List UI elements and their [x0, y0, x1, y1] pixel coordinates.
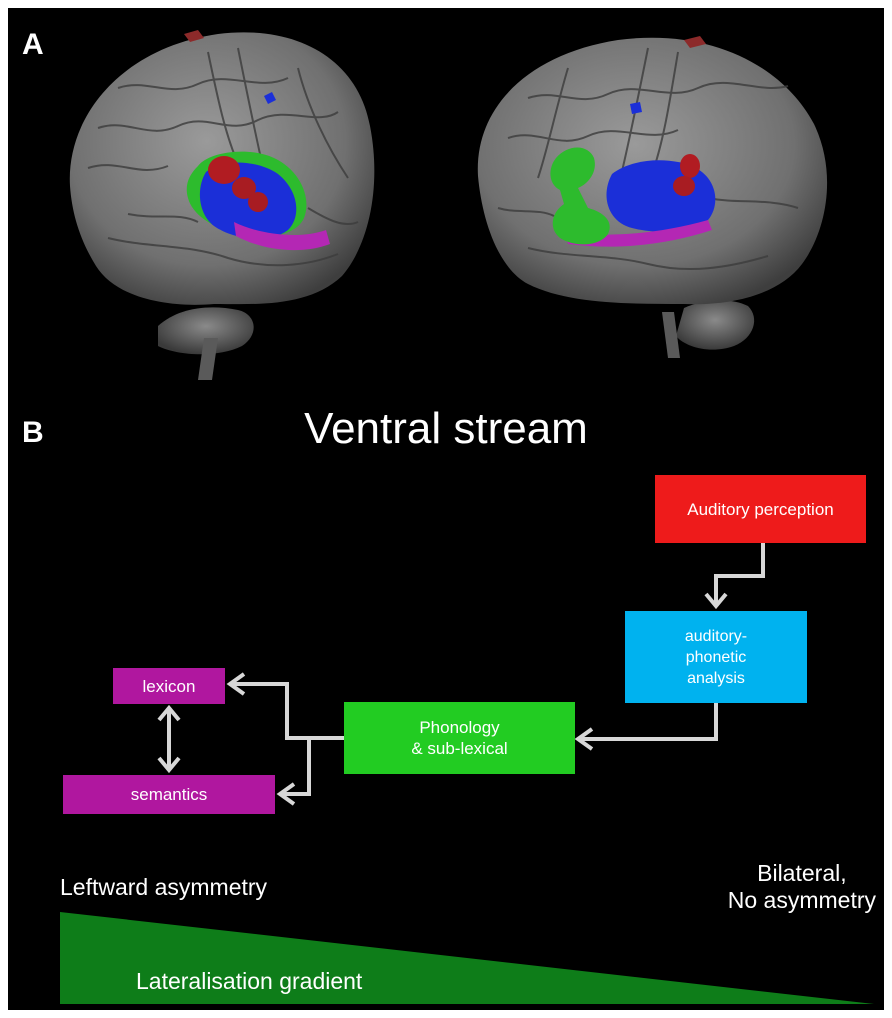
purple-region: [234, 222, 330, 251]
flow-arrows: [60, 543, 874, 1004]
phonology-label: Phonology & sub-lexical: [411, 718, 508, 758]
arrow-phonology-to-semantics: [282, 738, 311, 796]
semantics-box: semantics: [63, 775, 275, 814]
leftward-asymmetry-label: Leftward asymmetry: [60, 874, 268, 900]
phonology-box: Phonology & sub-lexical: [344, 702, 575, 774]
arrow-perception-to-phonetic: [714, 543, 765, 604]
arrow-phonetic-to-phonology: [580, 703, 718, 741]
lateralisation-gradient-wedge: [60, 912, 874, 1004]
auditory-phonetic-box: auditory- phonetic analysis: [625, 611, 807, 703]
red-region: [208, 156, 240, 184]
auditory-phonetic-label: auditory- phonetic analysis: [684, 627, 748, 687]
left-hemisphere: [69, 32, 375, 380]
panel-label-b: B: [22, 416, 44, 449]
auditory-perception-box: Auditory perception: [655, 475, 866, 543]
diagram-title: Ventral stream: [304, 404, 588, 453]
lexicon-box: lexicon: [113, 668, 225, 704]
lateralisation-gradient-label: Lateralisation gradient: [136, 968, 363, 994]
green-region-right: [550, 147, 610, 245]
arrow-phonology-to-lexicon: [232, 682, 344, 740]
panel-label-a: A: [22, 28, 44, 61]
bilateral-label: Bilateral, No asymmetry: [727, 860, 876, 913]
figure-frame: A B Ventral stream Auditory perception a…: [8, 8, 884, 1010]
brain-renderings: [69, 30, 828, 380]
right-hemisphere: [184, 30, 828, 358]
